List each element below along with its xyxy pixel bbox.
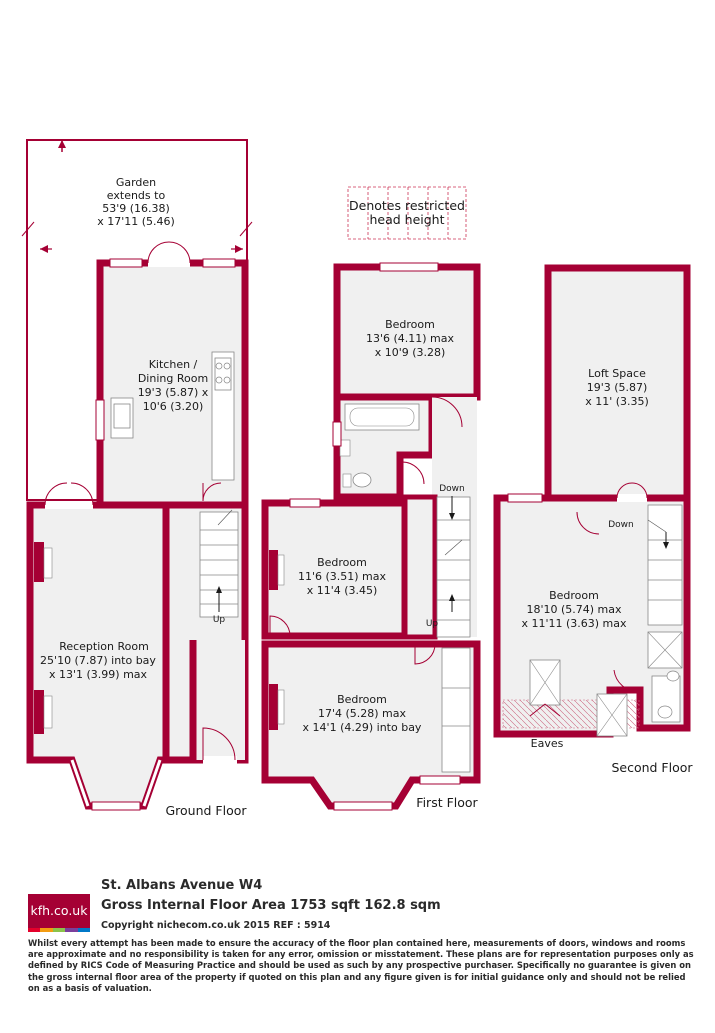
kitchen-label-4: 10'6 (3.20) (143, 400, 204, 413)
kfh-logo: kfh.co.uk (28, 894, 91, 932)
garden-label-3: 53'9 (16.38) (102, 202, 170, 215)
second-bedroom-label-2: 18'10 (5.74) max (526, 603, 622, 616)
ground-stairs-label: Up (213, 615, 226, 625)
kitchen-label-1: Kitchen / (149, 358, 198, 371)
ground-floor: Up Garden extends to 53'9 (16.38) x 17'1… (21, 139, 253, 818)
legend-line-2: head height (369, 212, 444, 227)
copyright-line: Copyright nichecom.co.uk 2015 REF : 5914 (101, 920, 331, 931)
first-stairs-up-label: Up (426, 619, 439, 629)
second-floor: Down Loft Space 19'3 (5.87) x 11' (3.35)… (493, 264, 693, 775)
second-bedroom-label-3: x 11'11 (3.63) max (521, 617, 627, 630)
legend-line-1: Denotes restricted (349, 198, 465, 213)
first-front-bedroom-label-1: Bedroom (337, 693, 387, 706)
first-front-bedroom-label-3: x 14'1 (4.29) into bay (303, 721, 422, 734)
first-front-bedroom-label-2: 17'4 (5.28) max (318, 707, 407, 720)
floor-area: Gross Internal Floor Area 1753 sqft 162.… (101, 898, 441, 913)
first-middle-bedroom-label-1: Bedroom (317, 556, 367, 569)
kitchen-label-2: Dining Room (138, 372, 208, 385)
reception-label-2: 25'10 (7.87) into bay (40, 654, 156, 667)
first-stairs-down-label: Down (439, 484, 465, 494)
second-stairs-down-label: Down (608, 520, 634, 530)
first-rear-bedroom-label-1: Bedroom (385, 318, 435, 331)
garden-label-4: x 17'11 (5.46) (97, 215, 175, 228)
first-middle-bedroom-label-3: x 11'4 (3.45) (307, 584, 378, 597)
garden-label-2: extends to (107, 189, 166, 202)
kitchen-label-3: 19'3 (5.87) x (138, 386, 209, 399)
loft-label-2: 19'3 (5.87) (587, 381, 648, 394)
reception-label-3: x 13'1 (3.99) max (49, 668, 148, 681)
garden-label-1: Garden (116, 176, 156, 189)
eaves-label: Eaves (531, 737, 564, 750)
loft-label-1: Loft Space (588, 367, 646, 380)
logo-text: kfh.co.uk (30, 903, 88, 918)
first-rear-bedroom-label-3: x 10'9 (3.28) (375, 346, 446, 359)
reception-label-1: Reception Room (59, 640, 149, 653)
first-floor: Down Up Bedroom 13'6 (4.11) max x 10'9 (… (261, 262, 481, 811)
disclaimer-text: Whilst every attempt has been made to en… (28, 938, 694, 993)
loft-label-3: x 11' (3.35) (585, 395, 649, 408)
restricted-height-legend: Denotes restricted head height (347, 186, 467, 240)
second-bedroom-label-1: Bedroom (549, 589, 599, 602)
first-rear-bedroom-label-2: 13'6 (4.11) max (366, 332, 455, 345)
second-floor-title: Second Floor (611, 760, 693, 775)
ground-floor-title: Ground Floor (165, 803, 247, 818)
property-address: St. Albans Avenue W4 (101, 878, 263, 893)
first-middle-bedroom-label-2: 11'6 (3.51) max (298, 570, 387, 583)
logo-color-bar (28, 928, 91, 932)
first-floor-title: First Floor (416, 795, 478, 810)
